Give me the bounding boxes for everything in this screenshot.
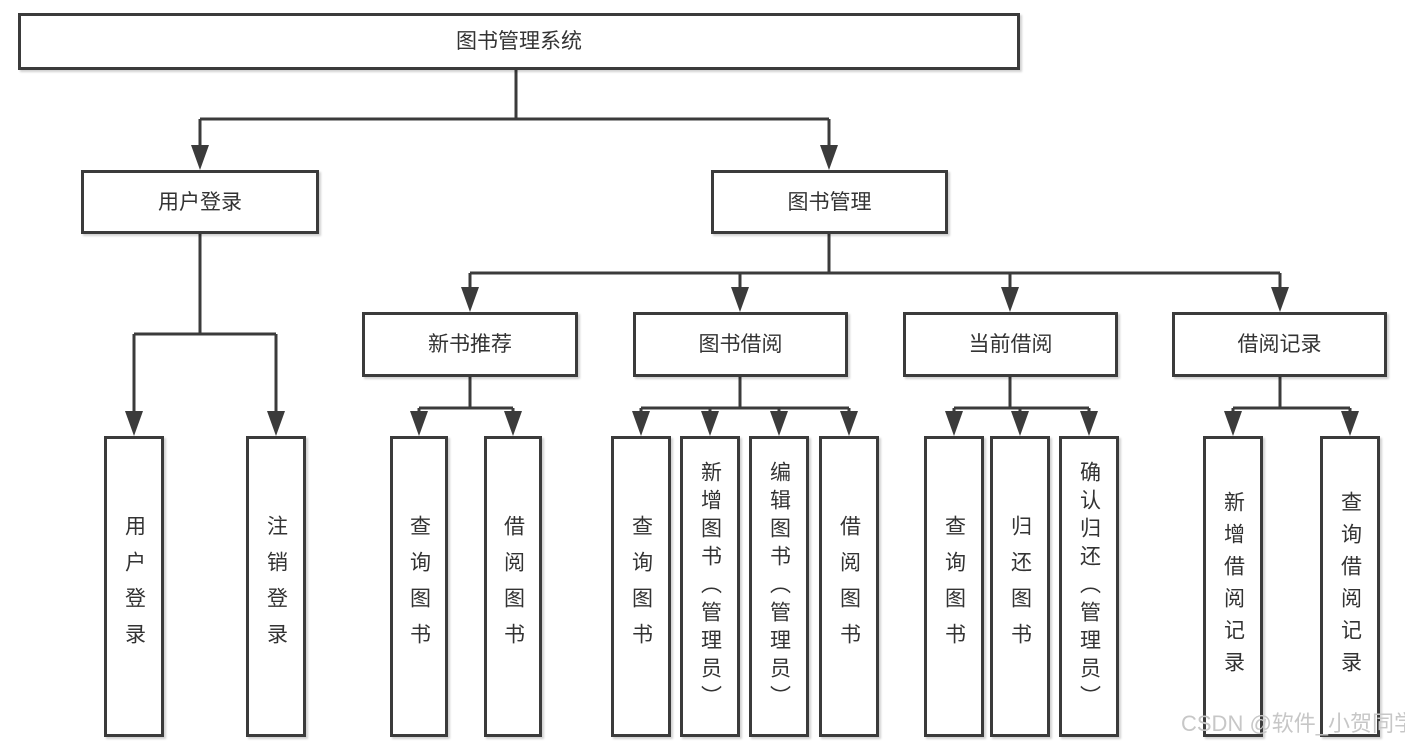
leaf-label: 新增借阅记录 [1221, 490, 1245, 683]
arrowhead-icon [632, 411, 650, 436]
arrowhead-icon [1341, 411, 1359, 436]
arrowhead-icon [770, 411, 788, 436]
arrowhead-icon [461, 287, 479, 312]
leaf-borrowing-borrow-books: 借阅图书 [819, 436, 879, 737]
csdn-watermark: CSDN @软件_小贺同学 [1181, 711, 1405, 736]
node-current-borrowing: 当前借阅 [903, 312, 1118, 377]
arrowhead-icon [1224, 411, 1242, 436]
node-label: 图书管理系统 [456, 30, 582, 53]
arrowhead-icon [820, 145, 838, 170]
arrowhead-icon [267, 411, 285, 436]
leaf-current-confirm-return-admin: 确认归还（管理员） [1059, 436, 1119, 737]
node-label: 借阅记录 [1237, 333, 1322, 356]
leaf-label: 用户登录 [122, 514, 146, 659]
arrowhead-icon [504, 411, 522, 436]
arrowhead-icon [840, 411, 858, 436]
arrowhead-icon [731, 287, 749, 312]
leaf-label: 确认归还（管理员） [1077, 460, 1101, 713]
leaf-label: 注销登录 [264, 514, 288, 659]
leaf-label: 借阅图书 [501, 514, 525, 659]
leaf-label: 借阅图书 [837, 514, 861, 659]
leaf-label: 新增图书（管理员） [698, 460, 722, 713]
node-label: 图书借阅 [698, 333, 783, 356]
arrowhead-icon [191, 145, 209, 170]
node-user-login: 用户登录 [81, 170, 319, 234]
leaf-borrowing-edit-books-admin: 编辑图书（管理员） [749, 436, 809, 737]
node-borrowing-records: 借阅记录 [1172, 312, 1387, 377]
arrowhead-icon [1080, 411, 1098, 436]
leaf-newbooks-borrow-books: 借阅图书 [484, 436, 542, 737]
arrowhead-icon [945, 411, 963, 436]
leaf-label: 查询图书 [629, 514, 653, 659]
arrowhead-icon [410, 411, 428, 436]
leaf-label: 查询图书 [407, 514, 431, 659]
arrowhead-icon [1001, 287, 1019, 312]
arrowhead-icon [701, 411, 719, 436]
leaf-label: 查询借阅记录 [1338, 490, 1362, 683]
arrowhead-icon [1271, 287, 1289, 312]
node-library-management-system: 图书管理系统 [18, 13, 1020, 70]
leaf-user-login: 用户登录 [104, 436, 164, 737]
leaf-newbooks-query-books: 查询图书 [390, 436, 448, 737]
leaf-records-add-record: 新增借阅记录 [1203, 436, 1263, 737]
arrowhead-icon [125, 411, 143, 436]
arrowhead-icon [1011, 411, 1029, 436]
node-book-borrowing: 图书借阅 [633, 312, 848, 377]
leaf-current-return-books: 归还图书 [990, 436, 1050, 737]
node-label: 用户登录 [158, 190, 242, 214]
leaf-label: 归还图书 [1008, 514, 1032, 659]
leaf-label: 查询图书 [942, 514, 966, 659]
leaf-records-query-record: 查询借阅记录 [1320, 436, 1380, 737]
node-label: 图书管理 [787, 190, 872, 214]
leaf-label: 编辑图书（管理员） [767, 460, 791, 713]
leaf-borrowing-query-books: 查询图书 [611, 436, 671, 737]
leaf-borrowing-add-books-admin: 新增图书（管理员） [680, 436, 740, 737]
leaf-current-query-books: 查询图书 [924, 436, 984, 737]
node-new-book-recommendation: 新书推荐 [362, 312, 578, 377]
node-label: 当前借阅 [968, 333, 1053, 356]
node-book-management: 图书管理 [711, 170, 948, 234]
leaf-logout: 注销登录 [246, 436, 306, 737]
node-label: 新书推荐 [428, 333, 512, 356]
